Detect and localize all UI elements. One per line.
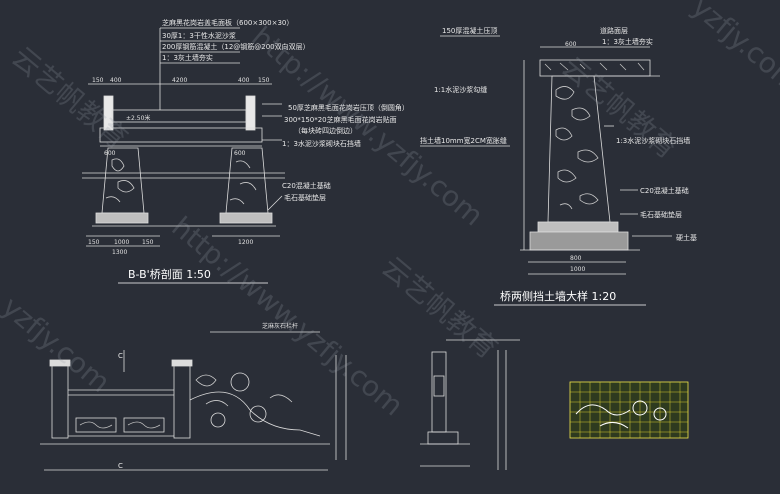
wall-note-right-3: 1:3水泥沙浆砌块石挡墙 [616,136,690,145]
wall-note-left-1: 150厚混凝土压顶 [442,26,497,35]
ornament-grid [569,381,689,439]
wall-detail-title: 桥两侧挡土墙大样 1:20 [500,289,616,303]
bb-note-2: 30厚1：3干性水泥沙浆 [162,31,236,40]
bb-dim-side-2: 600 [234,150,246,157]
wall-note-right-6: 硬土基 [676,233,697,242]
bb-right-note-3: （每块砖四边倒边） [294,126,357,135]
bb-level-left: ±2.50米 [126,114,150,122]
bb-dim-bottom-3: 150 [142,239,154,246]
watermark-domain-2: yzfjy.com [686,0,780,99]
railing-mark-top: C [118,352,123,360]
bb-dim-bottom-4: 1300 [112,249,127,256]
wall-dim-bottom: 1000 [570,266,585,273]
wall-note-left-3: 挡土墙10mm宽2CM宽胀缝 [420,136,507,145]
watermark-brand-2: 云艺帆教育 [556,50,684,165]
bb-dim-bottom-1: 150 [88,239,100,246]
wall-note-left-2: 1:1水泥沙浆勾缝 [434,85,487,94]
bb-dim-top-2: 400 [110,77,122,84]
watermark-url-1: http://www.yzfjy.com [246,20,490,232]
bb-dim-top-3: 4200 [172,77,187,84]
wall-detail: 150厚混凝土压顶 1:1水泥沙浆勾缝 挡土墙10mm宽2CM宽胀缝 道路面层 … [420,26,697,306]
watermark-url-2: http://www.yzfjy.com [166,210,410,422]
wall-note-right-5: 毛石基础垫层 [640,210,682,219]
railing-elevation: 芝麻灰石栏杆 C C [40,322,347,471]
watermark-domain-1: yzfjy.com [0,290,116,399]
bb-dim-top-5: 150 [258,77,270,84]
bb-right-note-1: 50厚芝麻黑毛面花岗岩压顶（倒圆角） [288,103,409,112]
wall-dim-top: 600 [565,41,577,48]
wall-dim-mid: 800 [570,255,582,262]
bb-footing-note-1: C20混凝土基础 [282,181,331,190]
bb-dim-bottom-2: 1000 [114,239,129,246]
bb-dim-side-1: 600 [104,150,116,157]
bb-right-note-4: 1：3水泥沙浆砌块石挡墙 [282,139,361,148]
watermark-brand-3: 云艺帆教育 [376,250,504,365]
bb-dim-top-4: 400 [238,77,250,84]
railing-section [420,339,520,470]
bb-dim-bottom-right: 1200 [238,239,253,246]
bb-footing-note-2: 毛石基础垫层 [284,193,326,202]
bb-dim-top-1: 150 [92,77,104,84]
bb-note-4: 1：3灰土墙夯实 [162,53,213,62]
railing-mark-bottom: C [118,462,123,470]
wall-note-right-4: C20混凝土基础 [640,186,689,195]
bb-note-3: 200厚钢筋混凝土（12@钢筋@200双向双层） [162,42,310,51]
railing-label: 芝麻灰石栏杆 [262,322,298,330]
bb-right-note-2: 300*150*20芝麻黑毛面花岗岩贴面 [284,115,397,124]
section-bb: 芝麻黑花岗岩盖毛面板（600×300×30） 30厚1：3干性水泥沙浆 200厚… [82,18,409,284]
watermark-brand-1: 云艺帆教育 [6,40,134,155]
section-bb-title: B-B'桥剖面 1:50 [128,267,211,281]
wall-note-right-2: 1：3灰土墙夯实 [602,37,653,46]
bb-note-1: 芝麻黑花岗岩盖毛面板（600×300×30） [162,18,293,27]
wall-note-right-1: 道路面层 [600,26,628,35]
